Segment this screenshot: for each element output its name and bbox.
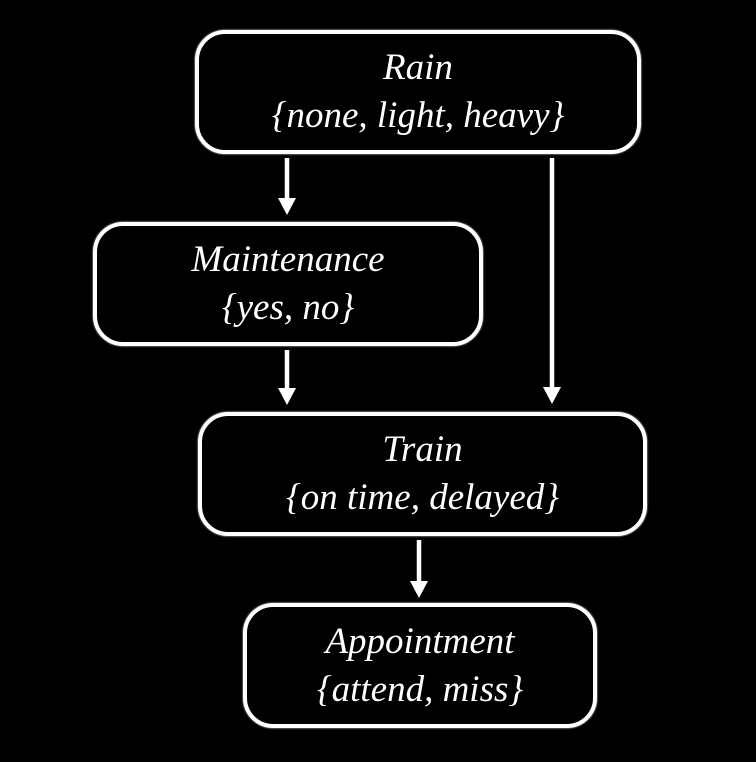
edge-rain-train <box>543 158 561 404</box>
node-appointment-values: {attend, miss} <box>316 668 524 710</box>
edge-maintenance-train <box>278 350 296 405</box>
node-maintenance-values: {yes, no} <box>221 287 355 328</box>
node-rain-values: {none, light, heavy} <box>271 95 565 136</box>
edge-rain-maintenance <box>278 158 296 215</box>
node-train-label: Train <box>382 429 463 470</box>
node-maintenance: Maintenance {yes, no} <box>93 222 483 346</box>
node-rain: Rain {none, light, heavy} <box>195 30 641 154</box>
node-rain-label: Rain <box>383 47 453 88</box>
node-appointment: Appointment {attend, miss} <box>243 603 597 728</box>
node-train-values: {on time, delayed} <box>285 477 560 518</box>
node-maintenance-label: Maintenance <box>191 239 385 280</box>
node-train: Train {on time, delayed} <box>198 412 647 536</box>
node-appointment-label: Appointment <box>325 620 515 662</box>
edge-train-appointment <box>410 540 428 598</box>
